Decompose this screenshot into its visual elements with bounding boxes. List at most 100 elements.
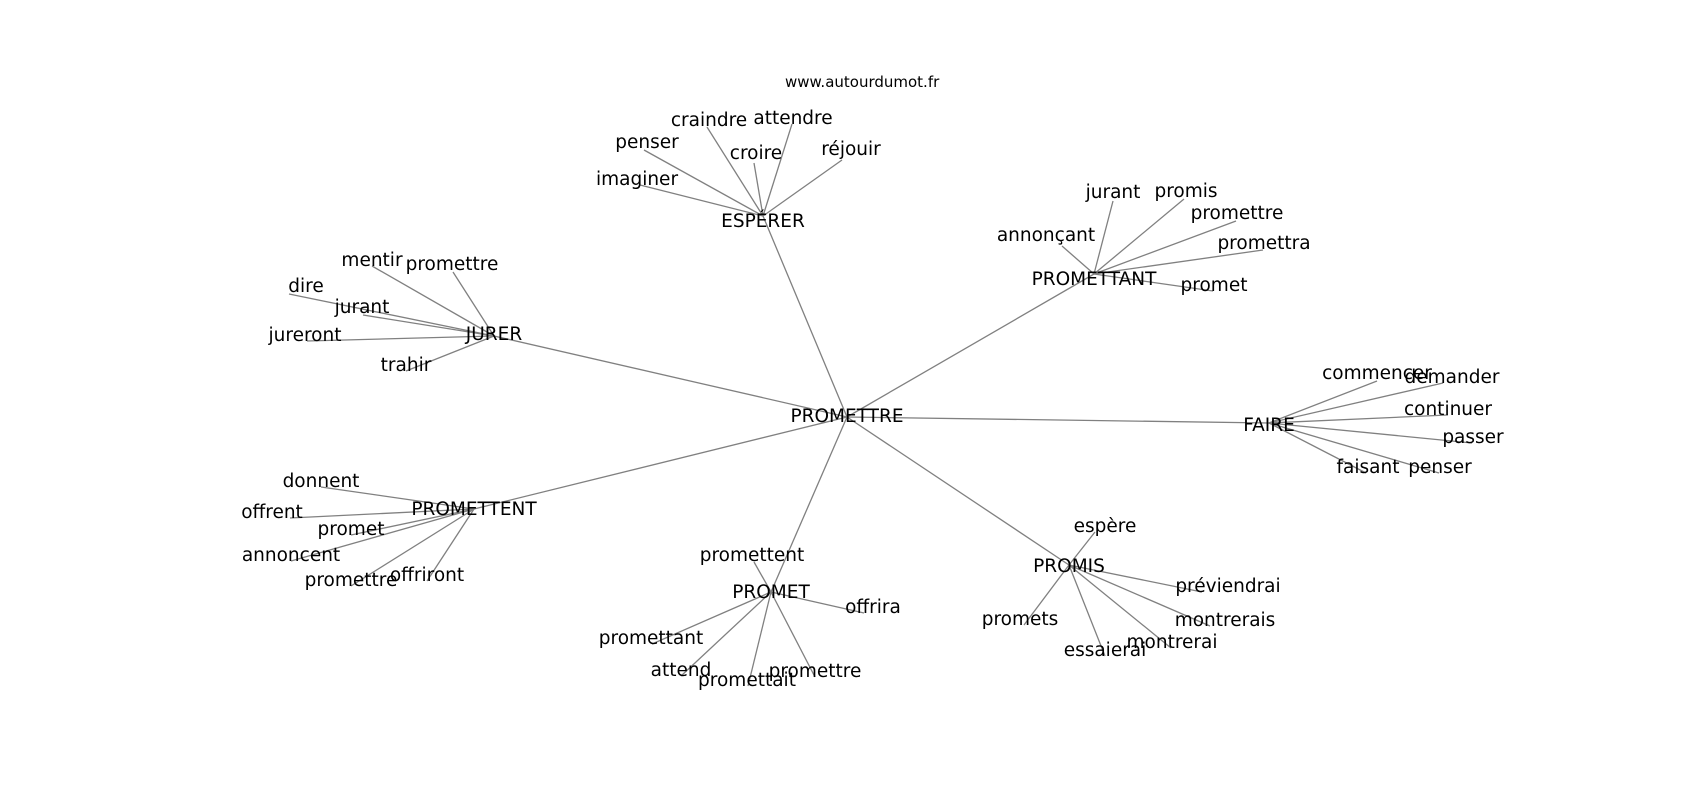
leaf-word-promettant-2[interactable]: promettre — [1191, 203, 1284, 224]
leaf-word-esperer-0[interactable]: craindre — [671, 110, 747, 131]
leaf-word-jurer-1[interactable]: promettre — [406, 254, 499, 275]
hub-node-jurer[interactable]: JURER — [465, 324, 523, 345]
edge-promettent-0 — [320, 486, 475, 510]
edge-center-promis — [846, 416, 1070, 566]
leaf-word-faire-3[interactable]: passer — [1442, 427, 1504, 448]
leaf-word-jurer-5[interactable]: trahir — [381, 355, 432, 376]
leaf-word-promettent-5[interactable]: offriront — [390, 565, 464, 586]
leaf-word-promettant-5[interactable]: promet — [1181, 275, 1248, 296]
leaf-word-promet-5[interactable]: promettait — [698, 670, 796, 691]
leaf-word-promettent-0[interactable]: donnent — [283, 471, 360, 492]
leaf-word-jurer-0[interactable]: mentir — [341, 250, 403, 271]
edge-promettant-0 — [1093, 200, 1114, 275]
edge-promet-3 — [680, 591, 772, 677]
edge-promet-0 — [753, 561, 772, 593]
edge-center-promettant — [846, 273, 1095, 418]
leaf-word-promet-3[interactable]: attend — [651, 660, 712, 681]
edge-jurer-5 — [405, 335, 495, 372]
edge-center-esperer — [762, 215, 848, 418]
leaf-word-faire-2[interactable]: continuer — [1404, 399, 1492, 420]
leaf-word-promet-0[interactable]: promettent — [700, 545, 805, 566]
leaf-word-promettent-1[interactable]: offrent — [241, 502, 303, 523]
edge-promis-5 — [1068, 564, 1172, 649]
edge-faire-0 — [1268, 380, 1378, 424]
leaf-word-promettant-3[interactable]: annonçant — [997, 225, 1095, 246]
leaf-word-promis-3[interactable]: montrerais — [1175, 610, 1276, 631]
edge-faire-2 — [1268, 414, 1449, 424]
edge-esperer-1 — [762, 123, 793, 217]
edge-jurer-0 — [371, 265, 495, 337]
edge-faire-3 — [1268, 422, 1473, 444]
site-watermark: www.autourdumot.fr — [785, 73, 940, 91]
edge-promis-1 — [1068, 564, 1203, 593]
edge-promet-2 — [651, 591, 772, 645]
hub-node-promettent[interactable]: PROMETTENT — [411, 499, 537, 520]
edge-promettant-4 — [1093, 249, 1264, 275]
leaf-word-promis-1[interactable]: préviendrai — [1175, 576, 1280, 597]
leaf-word-esperer-2[interactable]: penser — [615, 132, 679, 153]
hub-node-esperer[interactable]: ESPÉRER — [721, 210, 805, 232]
leaf-word-jurer-2[interactable]: dire — [288, 276, 323, 297]
edge-center-promet — [770, 416, 848, 593]
edge-promettant-2 — [1093, 220, 1237, 275]
leaf-word-promis-2[interactable]: promets — [982, 609, 1059, 630]
hub-node-faire[interactable]: FAIRE — [1243, 415, 1295, 436]
edge-esperer-5 — [639, 184, 764, 217]
edge-promis-2 — [1023, 564, 1070, 626]
edge-promettant-1 — [1093, 198, 1185, 275]
edge-esperer-2 — [643, 149, 764, 217]
edge-esperer-3 — [753, 162, 764, 217]
leaf-word-promet-2[interactable]: promettant — [599, 628, 704, 649]
edge-esperer-4 — [762, 159, 843, 217]
edge-promis-0 — [1068, 531, 1096, 566]
leaf-word-promettent-2[interactable]: promet — [318, 519, 385, 540]
edge-jurer-2 — [288, 293, 495, 337]
leaf-word-esperer-3[interactable]: croire — [730, 143, 782, 164]
leaf-word-faire-5[interactable]: penser — [1408, 457, 1472, 478]
edge-promettent-4 — [350, 508, 475, 587]
edge-esperer-0 — [706, 126, 764, 217]
edge-promettant-5 — [1093, 273, 1214, 292]
leaf-word-promis-4[interactable]: essaierai — [1064, 640, 1147, 661]
edge-faire-1 — [1268, 382, 1444, 424]
leaf-word-promettent-3[interactable]: annoncent — [242, 545, 340, 566]
leaf-word-promettant-4[interactable]: promettra — [1217, 233, 1310, 254]
leaf-word-promettant-1[interactable]: promis — [1154, 181, 1217, 202]
leaf-word-esperer-5[interactable]: imaginer — [596, 169, 678, 190]
leaf-word-faire-4[interactable]: faisant — [1337, 457, 1400, 478]
leaf-word-faire-1[interactable]: demander — [1405, 367, 1500, 388]
leaf-word-esperer-1[interactable]: attendre — [753, 108, 832, 129]
leaf-word-promis-0[interactable]: espère — [1074, 516, 1137, 537]
leaf-word-faire-0[interactable]: commencer — [1322, 363, 1432, 384]
edge-promet-1 — [770, 591, 865, 614]
edge-center-jurer — [493, 335, 848, 418]
edge-center-promettent — [473, 416, 848, 510]
edge-promettent-2 — [350, 508, 475, 536]
edge-center-faire — [846, 416, 1270, 424]
edge-promet-5 — [747, 591, 772, 687]
edge-faire-5 — [1268, 422, 1440, 474]
leaf-word-jurer-3[interactable]: jurant — [334, 297, 390, 318]
leaf-word-esperer-4[interactable]: réjouir — [821, 139, 881, 160]
leaf-word-promet-1[interactable]: offrira — [845, 597, 901, 618]
edge-promettant-3 — [1061, 245, 1095, 275]
hub-node-promettant[interactable]: PROMETTANT — [1032, 269, 1158, 290]
edge-promettent-1 — [289, 508, 475, 519]
edge-promis-4 — [1068, 564, 1106, 657]
leaf-word-promet-4[interactable]: promettre — [769, 661, 862, 682]
leaf-word-promis-5[interactable]: montrerai — [1127, 632, 1218, 653]
edge-promet-4 — [770, 591, 816, 678]
hub-node-promis[interactable]: PROMIS — [1033, 556, 1105, 577]
leaf-word-promettant-0[interactable]: jurant — [1085, 182, 1141, 203]
hub-node-promet[interactable]: PROMET — [732, 582, 810, 603]
edge-promettent-3 — [290, 508, 475, 562]
edge-jurer-4 — [306, 335, 495, 342]
edge-jurer-1 — [452, 271, 495, 337]
leaf-word-jurer-4[interactable]: jureront — [268, 325, 342, 346]
edge-jurer-3 — [362, 314, 495, 337]
center-node-label[interactable]: PROMETTRE — [790, 406, 903, 427]
edge-faire-4 — [1268, 422, 1367, 474]
leaf-word-promettent-4[interactable]: promettre — [305, 570, 398, 591]
